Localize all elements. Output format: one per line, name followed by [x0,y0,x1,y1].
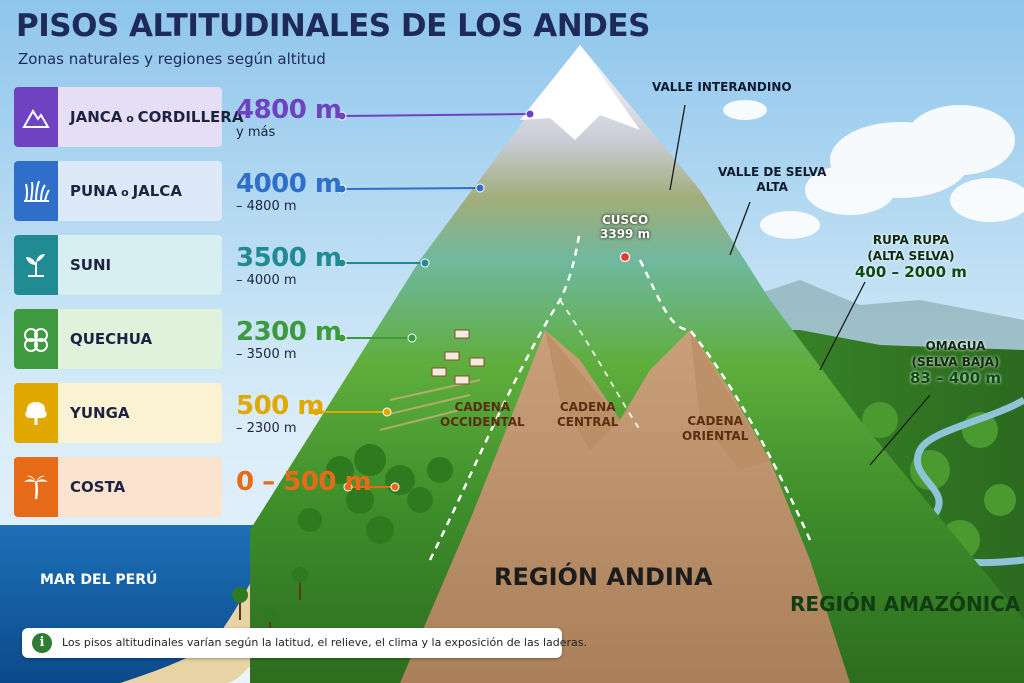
label-omagua-altitude: 83 – 400 m [910,369,1001,387]
zone-altitude-range: – 2300 m [236,421,297,436]
zone-name-conjunction: o [117,186,133,199]
grass-icon [14,161,58,221]
label-omagua: OMAGUA (SELVA BAJA) 83 – 400 m [910,338,1001,386]
zone-altitude-value: 4800 m [236,95,342,125]
leader-dot-janca-start [337,111,347,121]
label-cusco: CUSCO 3399 m [600,213,650,241]
footnote-box: i Los pisos altitudinales varían según l… [22,628,587,658]
label-rupa-altitude: 400 – 2000 m [855,263,967,281]
footnote-text: Los pisos altitudinales varían según la … [62,636,587,649]
label-cusco-altitude: 3399 m [600,227,651,241]
shrub-icon [14,309,58,369]
leader-dot-yunga-start [311,407,321,417]
zone-altitude-range: – 4000 m [236,273,297,288]
leader-dot-yunga-end [382,407,392,417]
zone-altitude-suni: 3500 m– 4000 m [236,243,342,289]
zone-name: JANCA o CORDILLERA [70,108,244,126]
zone-altitude-quechua: 2300 m– 3500 m [236,317,342,363]
label-cadena-occidental: CADENA OCCIDENTAL [440,400,525,430]
label-valle-selva-line1: VALLE DE SELVA [718,165,827,179]
label-omagua-line1: OMAGUA [925,339,986,353]
zone-altitude-range: y más [236,125,276,140]
sprout-icon [14,235,58,295]
altitude-leader-lines [311,109,535,492]
zone-altitude-value: 3500 m [236,243,342,273]
zone-altitude-range: – 3500 m [236,347,297,362]
zone-name-conjunction: o [122,112,138,125]
leader-dot-suni-end [420,258,430,268]
label-mar-del-peru: MAR DEL PERÚ [40,572,158,588]
zone-row-puna: PUNA o JALCA [14,161,222,221]
info-icon: i [32,633,52,653]
zone-altitude-value: 0 – 500 m [236,467,372,497]
zone-name: PUNA o JALCA [70,182,182,200]
leader-line-puna [341,187,481,190]
label-valle-selva-line2: ALTA [756,180,788,194]
leader-line-janca [341,113,531,117]
zone-altitude-value: 2300 m [236,317,342,347]
label-valle-interandino: VALLE INTERANDINO [652,80,792,94]
label-region-andina: REGIÓN ANDINA [494,563,713,591]
leader-dot-suni-start [337,258,347,268]
zone-row-suni: SUNI [14,235,222,295]
zone-name: QUECHUA [70,330,153,348]
zone-name: SUNI [70,256,112,274]
tree-icon [14,383,58,443]
mountain-icon [14,87,58,147]
zone-row-costa: COSTA [14,457,222,517]
label-cusco-name: CUSCO [601,213,649,227]
leader-dot-costa-start [343,482,353,492]
zone-altitude-costa: 0 – 500 m [236,467,372,497]
zone-row-yunga: YUNGA [14,383,222,443]
leader-dot-puna-start [337,184,347,194]
label-cadena-central: CADENA CENTRAL [557,400,618,430]
label-cadena-oriental-line2: ORIENTAL [682,429,749,443]
palm-icon [14,457,58,517]
zone-name: COSTA [70,478,126,496]
cusco-marker [619,251,631,263]
label-cadena-occidental-line2: OCCIDENTAL [440,415,525,429]
leader-dot-costa-end [390,482,400,492]
label-cadena-central-line2: CENTRAL [557,415,619,429]
label-rupa-rupa: RUPA RUPA (ALTA SELVA) 400 – 2000 m [855,232,967,280]
leader-dot-quechua-start [337,333,347,343]
zone-altitude-range: – 4800 m [236,199,297,214]
zone-altitude-value: 500 m [236,391,324,421]
label-region-amazonica: REGIÓN AMAZÓNICA [790,592,1021,616]
label-cadena-occidental-line1: CADENA [454,400,511,414]
label-cadena-oriental: CADENA ORIENTAL [682,414,748,444]
zone-name: YUNGA [70,404,130,422]
label-rupa-line1: RUPA RUPA [872,233,949,247]
label-rupa-line2: (ALTA SELVA) [867,249,955,263]
label-omagua-line2: (SELVA BAJA) [911,355,1000,369]
zone-row-quechua: QUECHUA [14,309,222,369]
page-title: PISOS ALTITUDINALES DE LOS ANDES [16,8,650,44]
zone-row-janca: JANCA o CORDILLERA [14,87,243,147]
leader-dot-quechua-end [407,333,417,343]
leader-dot-janca-end [525,109,535,119]
label-cadena-central-line1: CADENA [559,400,616,414]
zone-altitude-value: 4000 m [236,169,342,199]
page-subtitle: Zonas naturales y regiones según altitud [18,50,326,68]
zone-altitude-puna: 4000 m– 4800 m [236,169,342,215]
label-cadena-oriental-line1: CADENA [687,414,743,428]
leader-dot-puna-end [475,183,485,193]
label-valle-selva: VALLE DE SELVA ALTA [718,165,826,195]
zone-altitude-yunga: 500 m– 2300 m [236,391,324,437]
